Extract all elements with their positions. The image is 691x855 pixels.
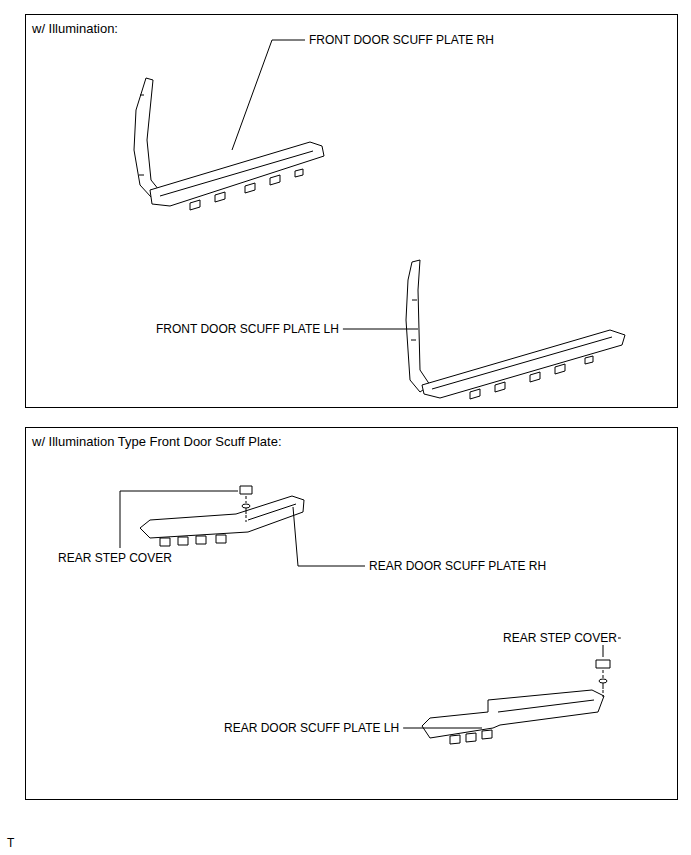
figure-code: T xyxy=(6,836,15,850)
leader-line xyxy=(343,329,418,330)
part-name: REAR STEP COVER xyxy=(57,551,173,565)
panel-heading: w/ Illumination Type Front Door Scuff Pl… xyxy=(32,434,282,449)
panel-heading: w/ Illumination: xyxy=(32,21,118,36)
front-scuff-plate-lh xyxy=(406,260,625,399)
part-name: REAR DOOR SCUFF PLATE LH xyxy=(223,721,400,735)
leader-line xyxy=(232,40,305,150)
rear-scuff-plate-lh xyxy=(422,660,610,744)
part-name: REAR DOOR SCUFF PLATE RH xyxy=(368,559,547,573)
panel-frame: w/ Illumination: xyxy=(25,14,678,408)
part-name: FRONT DOOR SCUFF PLATE LH xyxy=(155,322,340,336)
leader-line xyxy=(403,728,482,729)
part-name: REAR STEP COVER xyxy=(502,631,618,645)
leader-line xyxy=(293,507,365,566)
front-scuff-plate-rh xyxy=(134,78,324,210)
rear-scuff-plate-rh xyxy=(140,486,304,546)
part-name: FRONT DOOR SCUFF PLATE RH xyxy=(308,33,495,47)
panel-frame: w/ Illumination Type Front Door Scuff Pl… xyxy=(25,427,678,800)
leader-line xyxy=(120,491,238,548)
